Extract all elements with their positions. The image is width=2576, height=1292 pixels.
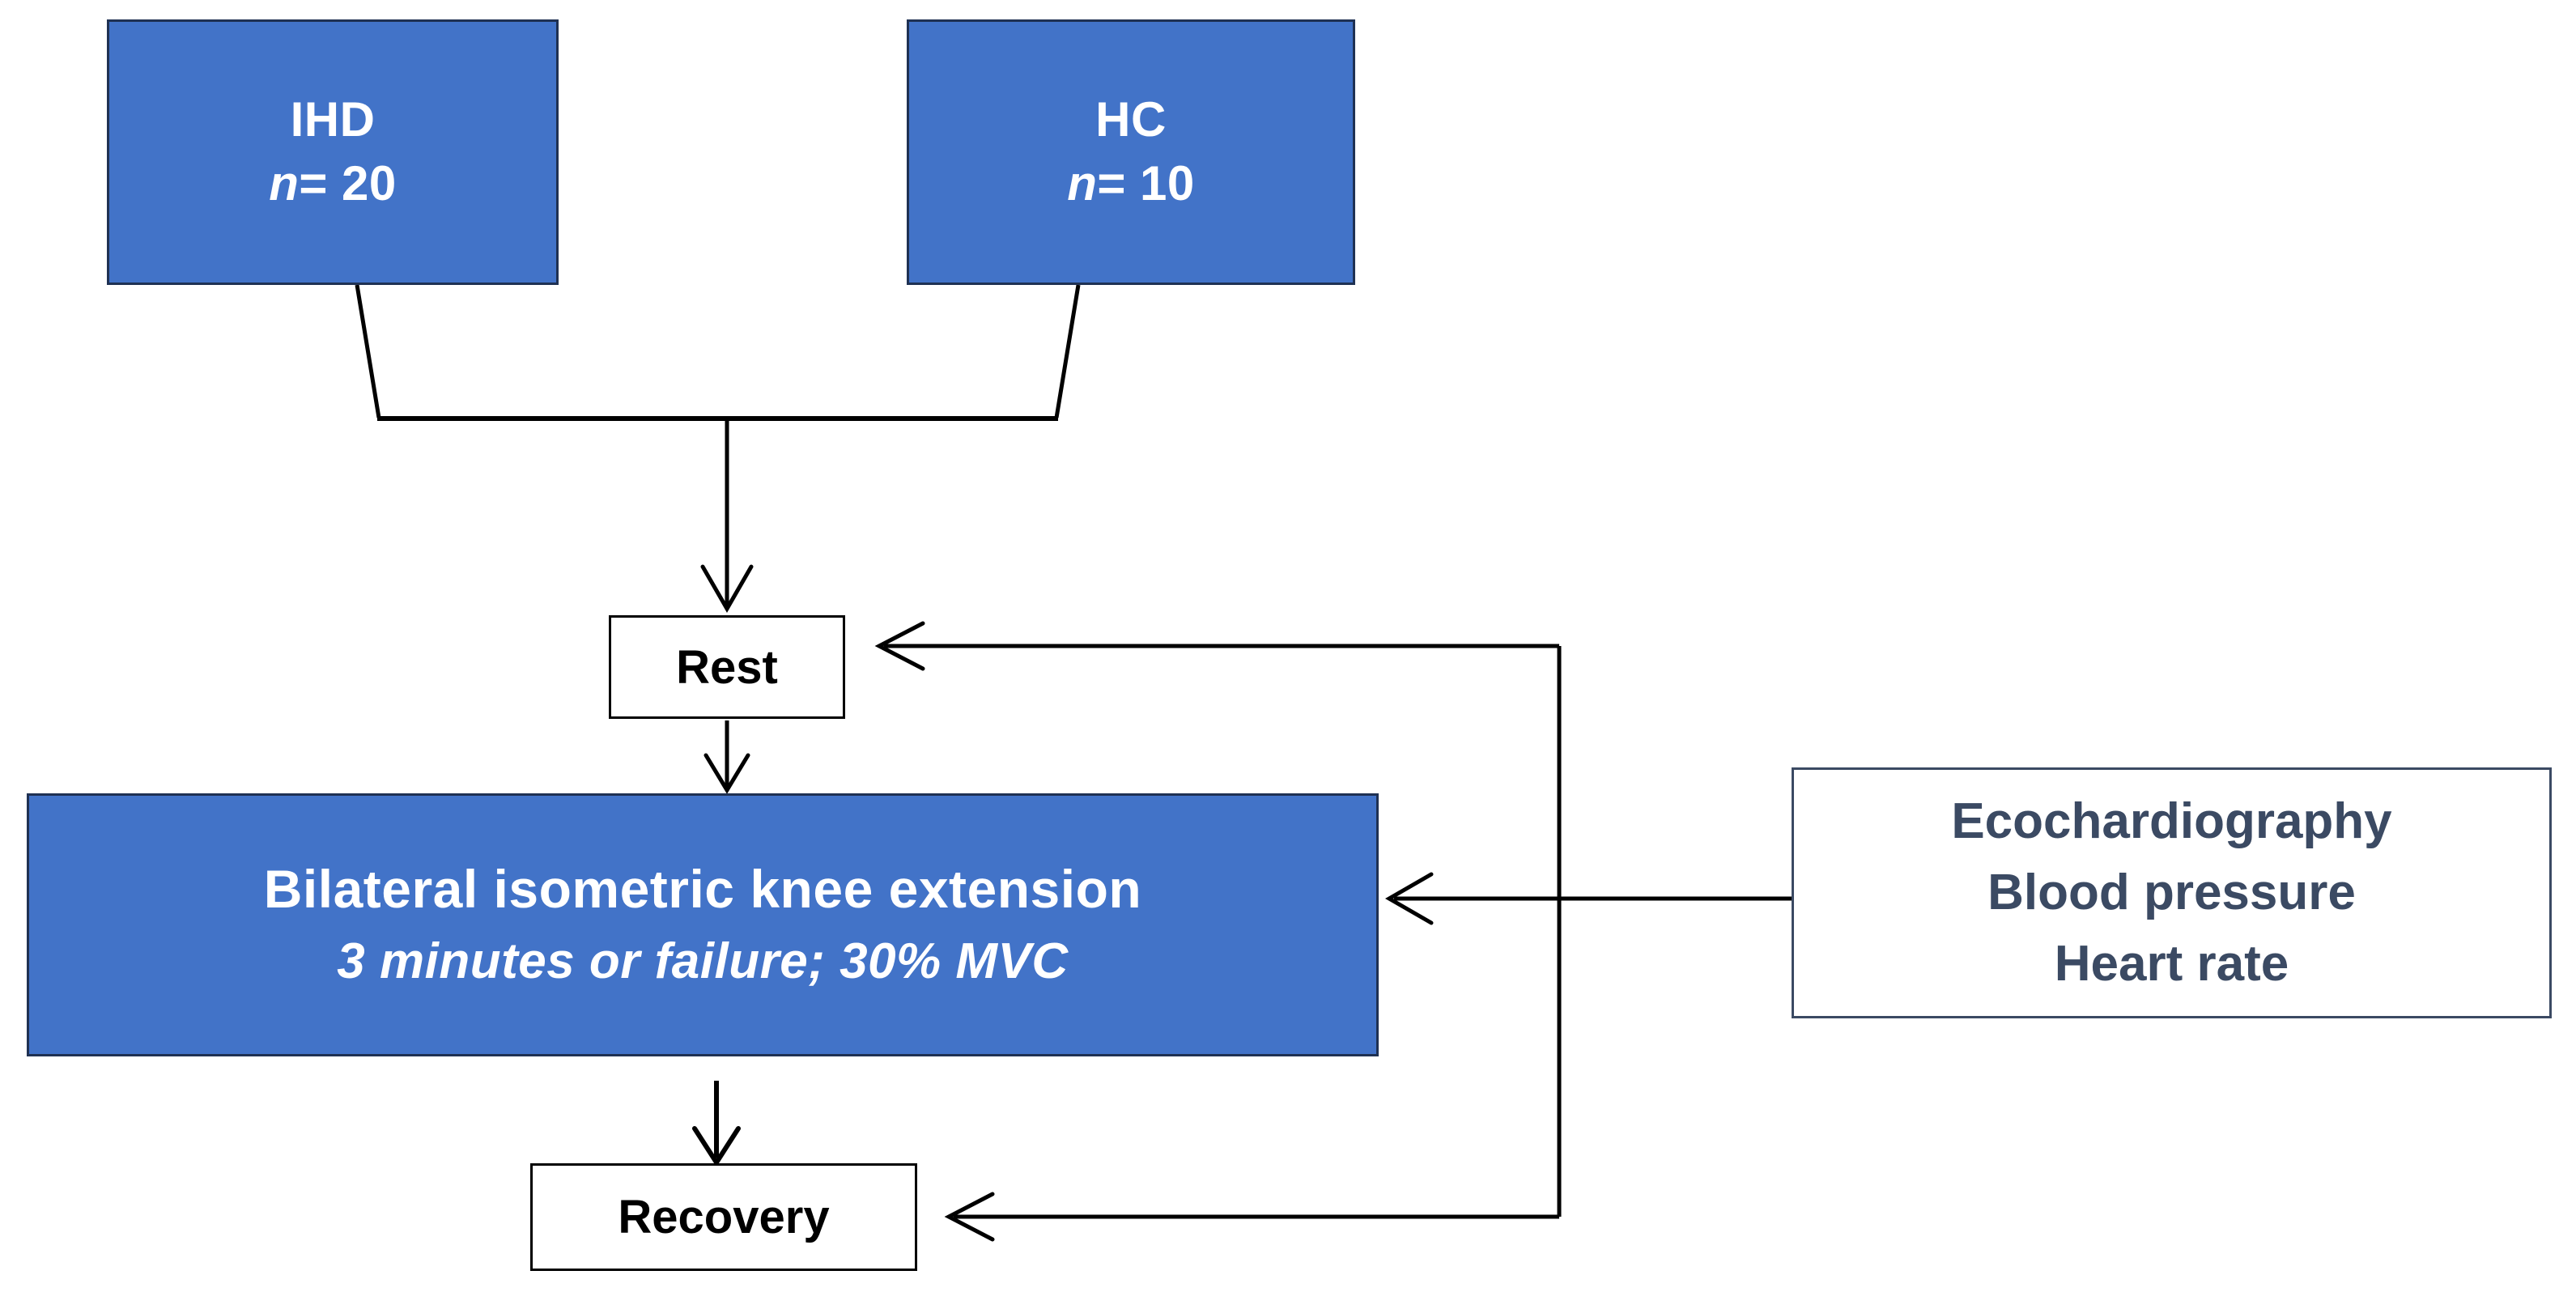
arrowhead-exercise-to-recovery: [692, 1126, 741, 1167]
arrowhead-measurements-to-rest: [874, 621, 925, 671]
arrowhead-rest-to-exercise: [704, 753, 750, 794]
node-rest[interactable]: Rest: [609, 615, 845, 719]
hc-n-symbol: n: [1067, 156, 1098, 210]
ihd-sample-size: n= 20: [269, 155, 397, 213]
hc-title: HC: [1095, 92, 1167, 147]
exercise-line-2: 3 minutes or failure; 30% MVC: [337, 933, 1069, 990]
exercise-line-1: Bilateral isometric knee extension: [263, 859, 1142, 920]
node-exercise[interactable]: Bilateral isometric knee extension 3 min…: [27, 793, 1379, 1056]
arrowhead-measurements-to-exercise: [1384, 872, 1434, 925]
recovery-label: Recovery: [618, 1191, 830, 1243]
ihd-n-symbol: n: [269, 156, 300, 210]
node-recovery[interactable]: Recovery: [530, 1163, 917, 1271]
connector-ihd-to-junction: [355, 284, 381, 419]
ihd-n-value: = 20: [299, 156, 397, 210]
arrowhead-measurements-to-recovery: [944, 1192, 995, 1242]
arrowhead-junction-to-rest: [700, 564, 754, 614]
connector-hc-to-junction: [1054, 284, 1081, 419]
ihd-title: IHD: [290, 92, 376, 147]
node-ihd[interactable]: IHD n= 20: [107, 19, 559, 285]
measurement-item-heart-rate: Heart rate: [2054, 936, 2289, 992]
node-hc[interactable]: HC n= 10: [907, 19, 1355, 285]
rest-label: Rest: [676, 640, 778, 694]
measurement-item-echocardiography: Ecochardiography: [1951, 793, 2392, 849]
measurement-item-blood-pressure: Blood pressure: [1987, 864, 2356, 920]
hc-sample-size: n= 10: [1067, 155, 1195, 213]
node-measurements[interactable]: Ecochardiography Blood pressure Heart ra…: [1792, 767, 2552, 1018]
hc-n-value: = 10: [1097, 156, 1195, 210]
